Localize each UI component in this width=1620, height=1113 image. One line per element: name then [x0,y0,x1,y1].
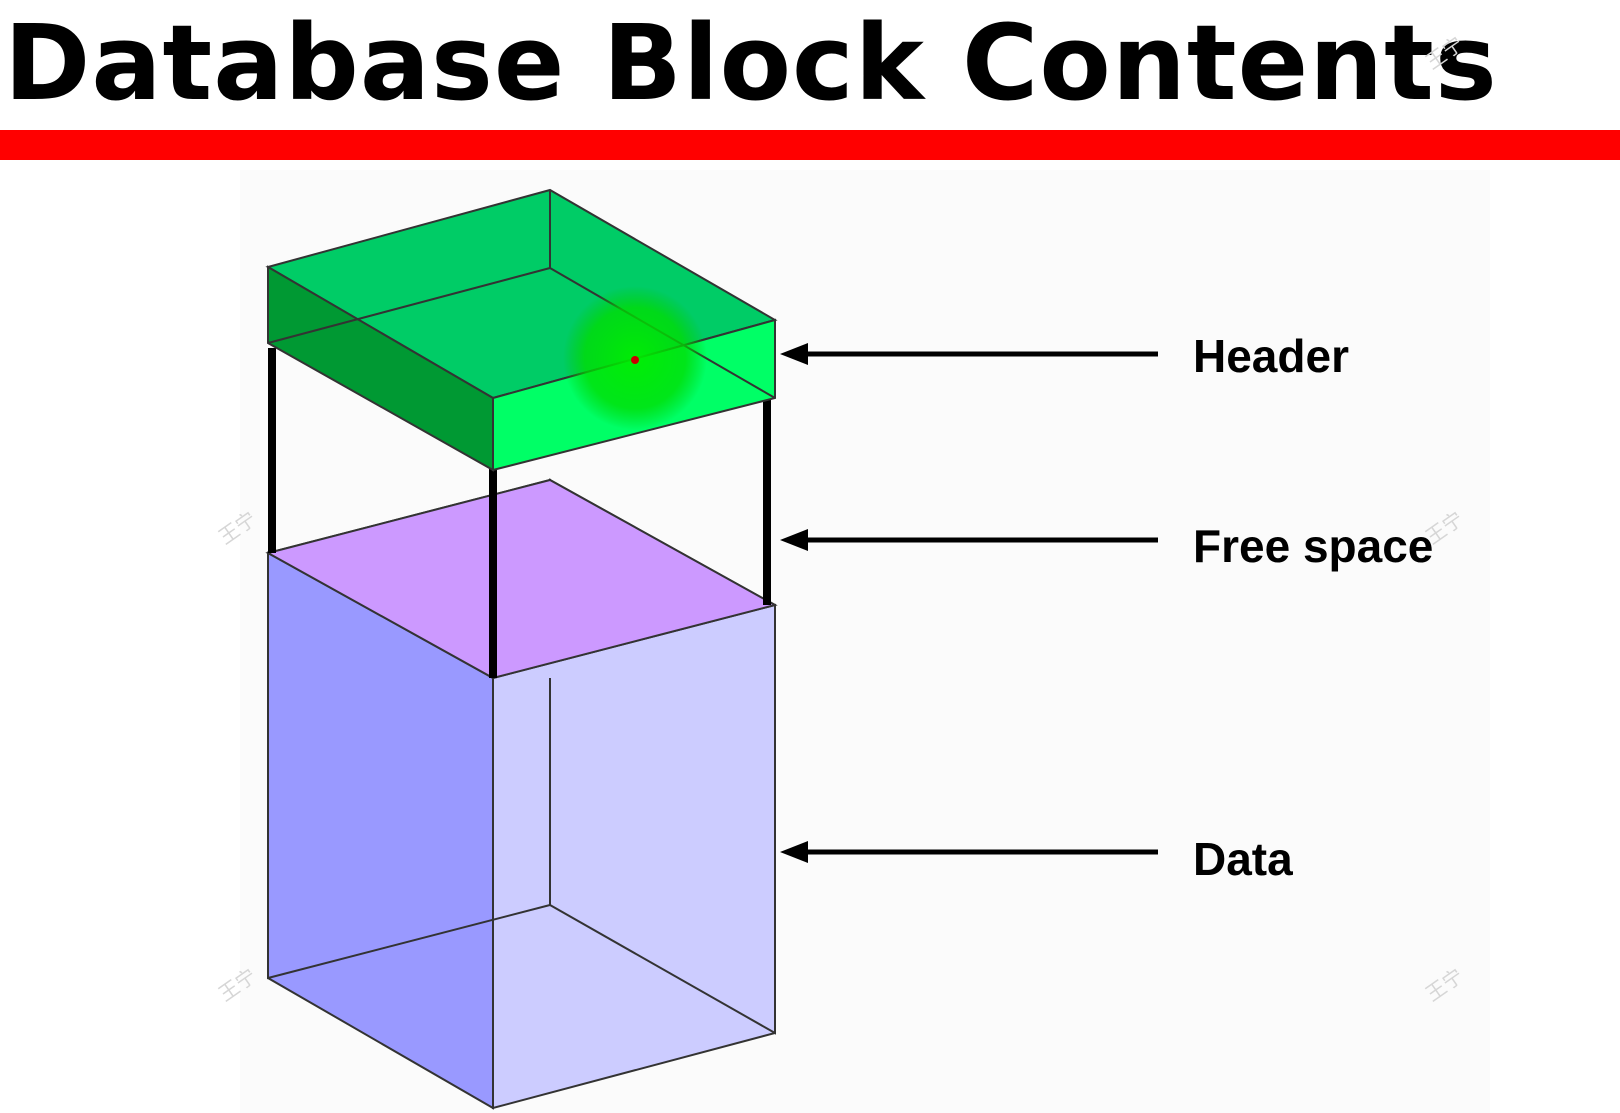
free-space-face [265,478,778,680]
data-arrow [780,841,1158,863]
watermark-2: 王宁 [1421,31,1468,74]
header-inner-edge-left [267,267,551,344]
free-space-label: Free space [1193,520,1433,572]
watermark-4: 王宁 [214,963,261,1006]
watermark-5: 王宁 [1421,963,1468,1006]
watermark-1: 王宁 [214,506,261,549]
free-space-arrow [780,529,1158,551]
data-front-right-face [492,603,776,1110]
data-label: Data [1193,833,1293,885]
pointer-dot [631,356,639,364]
data-bottom-edge-right [549,904,776,1034]
free-space-posts [268,348,771,678]
header-block [265,188,778,472]
slide-title: Database Block Contents [4,2,1498,124]
title-rule [0,130,1620,160]
header-label: Header [1193,330,1349,382]
data-bottom-edge-left [267,904,551,979]
header-arrow [780,343,1158,365]
